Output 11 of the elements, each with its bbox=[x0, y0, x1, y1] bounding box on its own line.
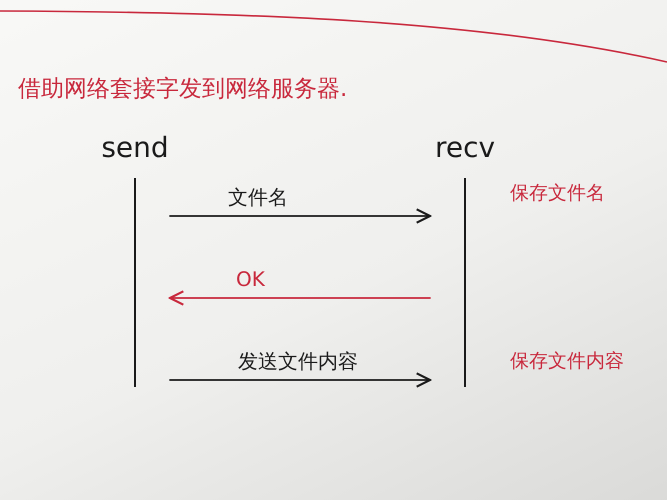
participant-name: send bbox=[101, 132, 169, 164]
note: 保存文件内容 bbox=[510, 350, 624, 373]
message-label: 文件名 bbox=[228, 185, 288, 209]
title: 借助网络套接字发到网络服务器. bbox=[18, 76, 348, 104]
message-label: OK bbox=[236, 267, 265, 291]
note: 保存文件名 bbox=[510, 182, 605, 205]
participant-name: recv bbox=[434, 132, 496, 164]
message-arrow bbox=[169, 372, 432, 388]
message-arrow bbox=[168, 290, 431, 306]
message-arrow bbox=[169, 208, 432, 224]
message-label: 发送文件内容 bbox=[238, 349, 358, 373]
